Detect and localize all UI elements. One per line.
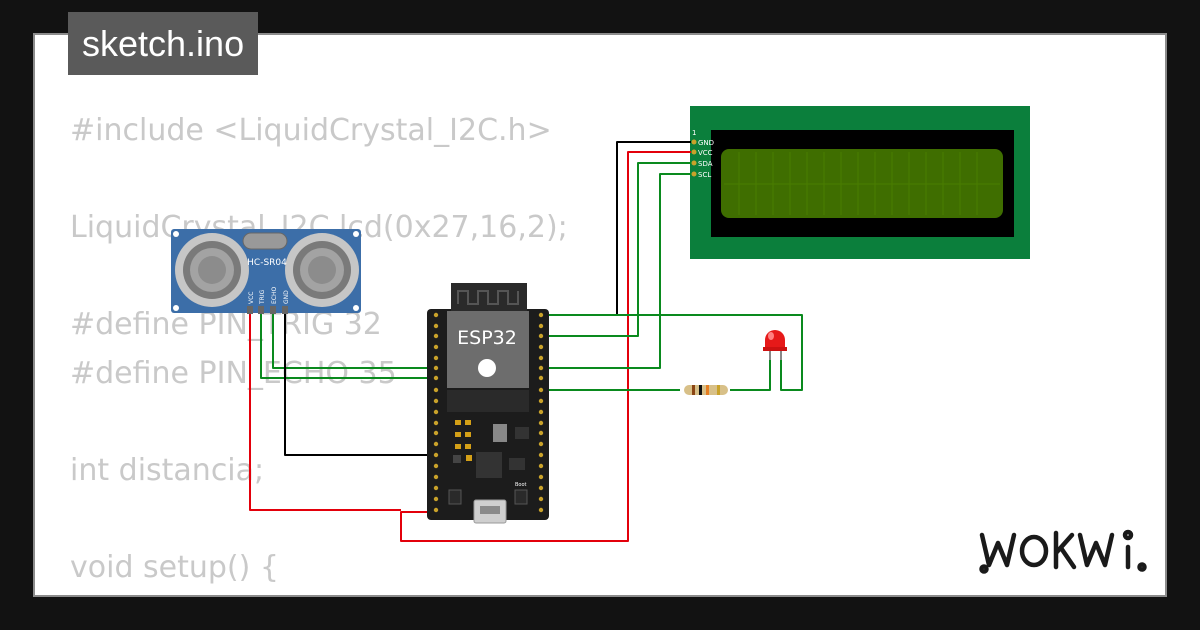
wire-resistor-led xyxy=(730,358,771,391)
lcd-pin-label: GND xyxy=(698,139,714,147)
esp32-label: ESP32 xyxy=(457,327,517,349)
wokwi-logo[interactable] xyxy=(976,525,1151,575)
wire-sensor-echo xyxy=(272,312,436,369)
sensor-transducer-left xyxy=(175,233,249,307)
wires xyxy=(249,141,803,542)
sensor-pin-label: ECHO xyxy=(271,287,278,304)
wire-sensor-trig xyxy=(260,312,436,379)
sensor-pin-label: TRIG xyxy=(259,289,266,305)
lcd-pin-label: VCC xyxy=(698,149,713,157)
led-dome xyxy=(765,330,785,349)
esp32-header-right xyxy=(538,312,544,513)
sensor-model-label: HC-SR04 xyxy=(247,258,287,268)
code-preview: #include <LiquidCrystal_I2C.h>LiquidCrys… xyxy=(70,107,568,595)
esp32-boot-label: Boot xyxy=(515,482,527,488)
wire-lcd-sda xyxy=(543,162,691,337)
sensor-transducer-right xyxy=(285,233,359,307)
ultrasonic-sensor[interactable]: HC-SR04 VCC TRIG ECHO GND xyxy=(171,229,361,314)
wire-lcd-vcc xyxy=(400,151,691,542)
code-line: void setup() { xyxy=(70,549,279,585)
espressif-logo-icon xyxy=(478,359,496,377)
wire-sensor-vcc xyxy=(249,312,401,511)
lcd-pin-label: SCL xyxy=(698,171,711,179)
esp32-board[interactable]: ESP32 Boot xyxy=(427,283,549,524)
esp32-usb-chip xyxy=(476,452,502,478)
sensor-crystal xyxy=(242,232,288,250)
esp32-en-button xyxy=(448,489,462,505)
code-line: #include <LiquidCrystal_I2C.h> xyxy=(70,113,552,148)
sensor-pin-label: GND xyxy=(283,290,290,304)
resistor[interactable] xyxy=(684,385,728,395)
file-tab[interactable]: sketch.ino xyxy=(68,12,259,75)
wire-led-cathode xyxy=(543,314,803,391)
esp32-regulator xyxy=(493,424,507,442)
wire-lcd-gnd xyxy=(543,141,691,316)
esp32-boot-button xyxy=(514,489,528,505)
lcd-display[interactable]: 1 GND VCC SDA SCL xyxy=(690,106,1030,259)
red-led[interactable] xyxy=(763,330,787,360)
lcd-pin-one-marker: 1 xyxy=(692,129,696,137)
wire-sensor-gnd xyxy=(284,312,436,456)
esp32-header-left xyxy=(433,312,439,513)
sensor-pin-label: VCC xyxy=(248,292,255,304)
lcd-char-grid xyxy=(724,152,1000,215)
wire-lcd-scl xyxy=(543,173,691,369)
lcd-pin-label: SDA xyxy=(698,160,713,168)
code-line: int distancia; xyxy=(70,452,265,488)
